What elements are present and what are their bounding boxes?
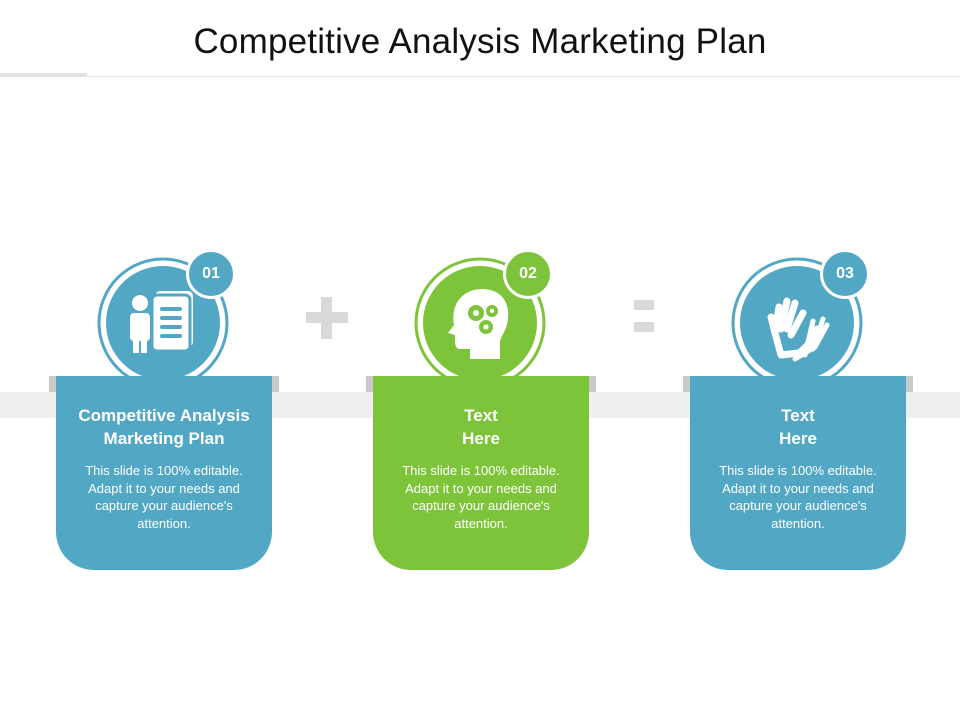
step-badge-2: 02 xyxy=(503,249,553,299)
step-badge-3: 03 xyxy=(820,249,870,299)
icon-ring-3 xyxy=(731,257,863,389)
step-card-3: Text Here This slide is 100% editable. A… xyxy=(690,376,906,570)
step-card-2: Text Here This slide is 100% editable. A… xyxy=(373,376,589,570)
icon-ring-1 xyxy=(97,257,229,389)
person-document-icon xyxy=(130,291,193,353)
step-badge-1: 01 xyxy=(186,249,236,299)
card-heading-2: Text Here xyxy=(462,406,500,448)
head-gears-icon xyxy=(448,289,509,359)
slide-title: Competitive Analysis Marketing Plan xyxy=(193,22,767,61)
hands-icon xyxy=(767,297,830,362)
card-heading-3: Text Here xyxy=(779,406,817,448)
plus-icon xyxy=(306,297,348,339)
title-accent-bar xyxy=(0,73,87,77)
step-card-1: Competitive Analysis Marketing Plan This… xyxy=(56,376,272,570)
equals-icon xyxy=(634,300,654,332)
card-body-2: This slide is 100% editable. Adapt it to… xyxy=(402,463,560,531)
card-heading-1: Competitive Analysis Marketing Plan xyxy=(78,406,250,448)
card-body-1: This slide is 100% editable. Adapt it to… xyxy=(85,463,243,531)
title-divider xyxy=(0,76,960,77)
card-body-3: This slide is 100% editable. Adapt it to… xyxy=(719,463,877,531)
